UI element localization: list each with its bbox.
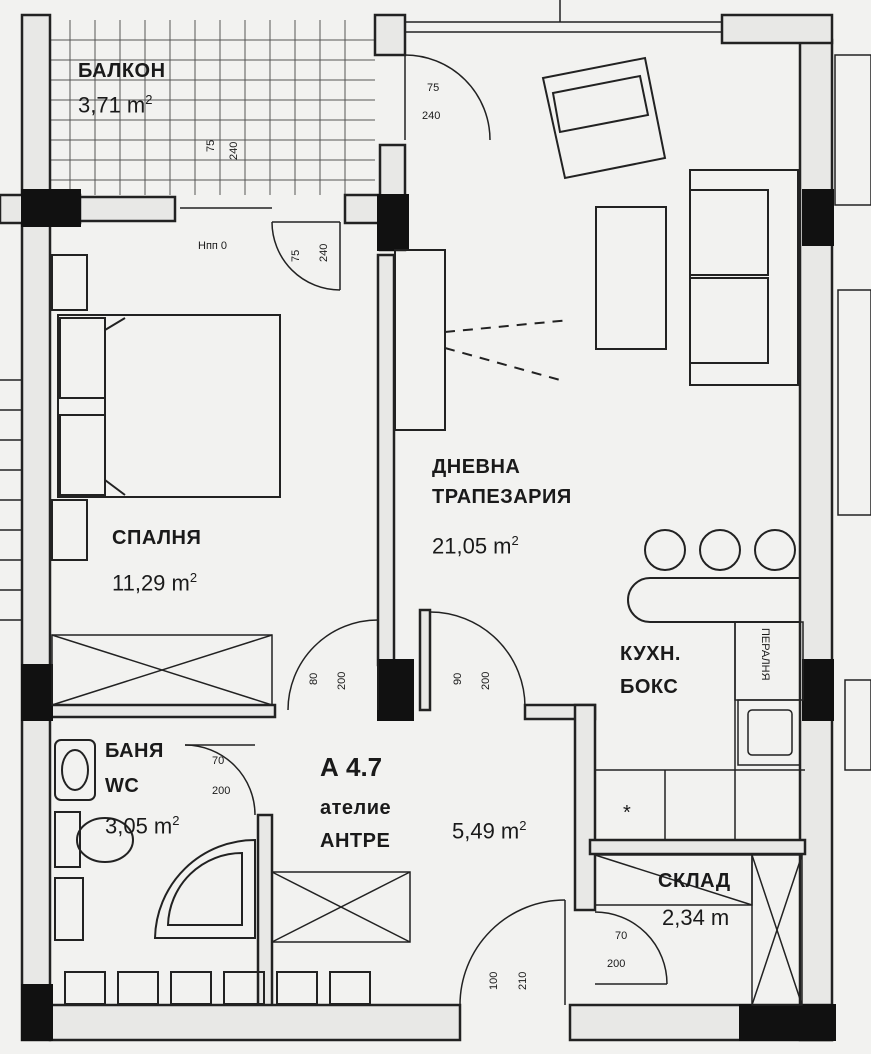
bedroom-door-swing [287, 619, 379, 711]
entry-wardrobe [271, 871, 411, 943]
balcony-area: 3,71 m2 [78, 92, 153, 118]
storage-door-height: 200 [607, 958, 626, 970]
top-window [405, 0, 722, 33]
balcony-door-height: 240 [422, 110, 441, 122]
living-door-swing [429, 611, 526, 708]
living-name-line2: ТРАПЕЗАРИЯ [432, 486, 572, 508]
kitchen-counter [594, 621, 805, 840]
entry-door-height: 210 [517, 971, 529, 990]
kitchen-name-line2: БОКС [620, 676, 679, 698]
sofa [689, 169, 799, 386]
storage-area: 2,34 m [662, 905, 730, 930]
bottom-window [64, 971, 371, 1005]
balcony-door-swing [404, 54, 491, 141]
unit-code: А 4.7 [320, 752, 383, 782]
balcony-window-height: 240 [228, 141, 240, 160]
storage-door-swing [594, 911, 668, 985]
kitchen-marker: * [623, 802, 631, 824]
bath-door-swing [184, 744, 256, 816]
kitchen-name-line1: КУХН. [620, 643, 681, 665]
bathroom-name-line1: БАНЯ [105, 740, 164, 762]
sill-height: Нпп 0 [198, 240, 228, 252]
bedroom-balcony-door-height: 240 [318, 243, 330, 262]
coffee-table [595, 206, 667, 350]
bedroom-balcony-door [180, 207, 341, 291]
entry-door-swing [459, 899, 566, 1006]
entry-door-width: 100 [488, 971, 500, 990]
bedroom-balcony-door-width: 75 [290, 249, 302, 262]
entry-area: 5,49 m2 [452, 818, 527, 844]
neighbor-units [0, 54, 871, 771]
bedroom-door-height: 200 [336, 671, 348, 690]
bed [57, 314, 281, 498]
bathroom-name-line2: WC [105, 775, 140, 797]
balcony-name: БАЛКОН [78, 60, 166, 82]
nightstands [51, 254, 88, 561]
living-door-width: 90 [452, 672, 464, 685]
bath-door-width: 70 [212, 755, 225, 767]
bar-counter [627, 577, 800, 623]
washing-machine-label: ПЕРАЛНЯ [759, 628, 771, 681]
balcony-window-width: 75 [205, 139, 217, 152]
living-door-height: 200 [480, 671, 492, 690]
bedroom-area: 11,29 m2 [112, 570, 198, 596]
bath-door-height: 200 [212, 785, 231, 797]
toilet [54, 811, 134, 868]
bar-stools [644, 529, 796, 571]
bedroom-door-width: 80 [308, 672, 320, 685]
balcony-door-width: 75 [427, 82, 440, 94]
storage-shelves [594, 854, 803, 1006]
bedroom-wardrobe [51, 634, 273, 706]
entry-name: АНТРЕ [320, 830, 391, 852]
living-name-line1: ДНЕВНА [432, 456, 521, 478]
tv-cabinet [394, 249, 571, 431]
living-area: 21,05 m2 [432, 533, 519, 559]
unit-type: ателие [320, 797, 392, 819]
bedroom-name: СПАЛНЯ [112, 527, 202, 549]
storage-name: СКЛАД [658, 870, 731, 892]
armchair [541, 56, 667, 180]
bathroom-cabinet [54, 877, 84, 941]
balcony-floor-tiles [50, 20, 375, 195]
bathroom-area: 3,05 m2 [105, 813, 180, 839]
bathroom-sink [54, 739, 96, 801]
storage-door-width: 70 [615, 930, 628, 942]
shower [153, 838, 256, 939]
